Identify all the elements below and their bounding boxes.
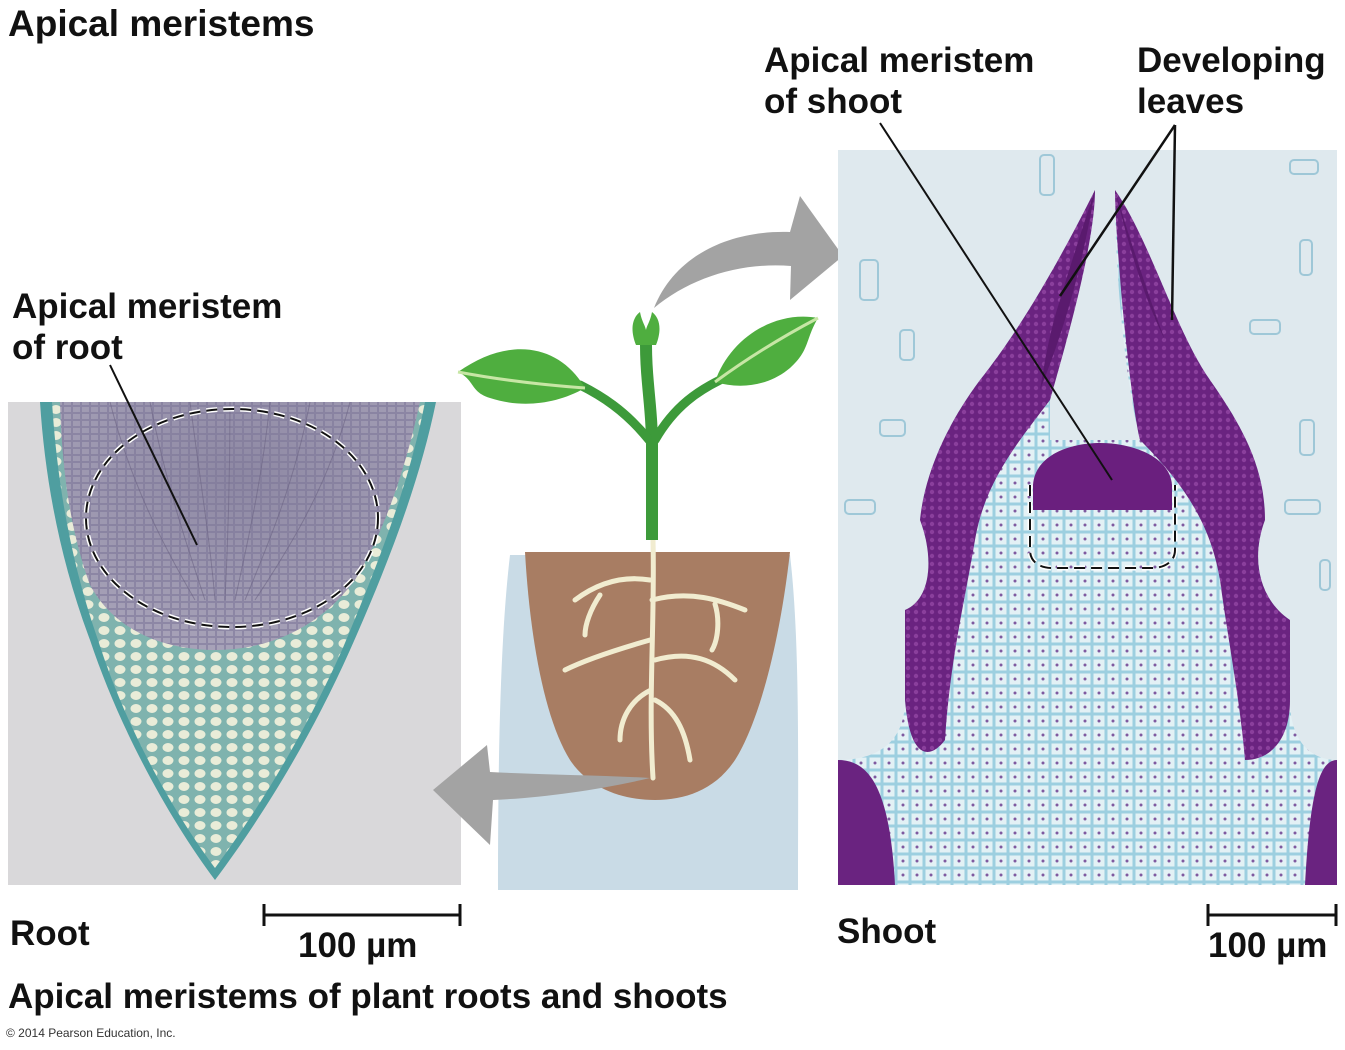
root-meristem-leader-line (109, 364, 198, 546)
root-micrograph (8, 401, 461, 885)
root-scale-bar (262, 904, 462, 926)
shoot-meristem-leader-line (879, 122, 1113, 481)
figure-title: Apical meristems (8, 3, 315, 44)
shoot-meristem-label-line2: of shoot (764, 82, 903, 121)
shoot-scale-bar (1206, 904, 1338, 926)
root-panel-label: Root (10, 914, 90, 953)
shoot-micrograph (838, 150, 1337, 885)
shoot-panel-label: Shoot (837, 912, 937, 951)
root-meristem-label-line1: Apical meristem (12, 287, 283, 326)
root-scale-bar-label: 100 µm (298, 926, 418, 965)
roots (562, 537, 748, 781)
shoot-meristem-label-line1: Apical meristem (764, 41, 1035, 80)
developing-leaves-label-line1: Developing (1137, 41, 1326, 80)
arrow-to-root (433, 745, 650, 845)
developing-leaves-label-line2: leaves (1137, 82, 1245, 121)
root-meristem-label-line2: of root (12, 328, 123, 367)
arrow-to-shoot (654, 196, 843, 308)
seedling-illustration (457, 312, 819, 890)
shoot-scale-bar-label: 100 µm (1208, 926, 1328, 965)
copyright-notice: © 2014 Pearson Education, Inc. (6, 1026, 176, 1040)
figure-caption: Apical meristems of plant roots and shoo… (8, 977, 728, 1016)
developing-leaves-leader-lines (1058, 124, 1177, 321)
